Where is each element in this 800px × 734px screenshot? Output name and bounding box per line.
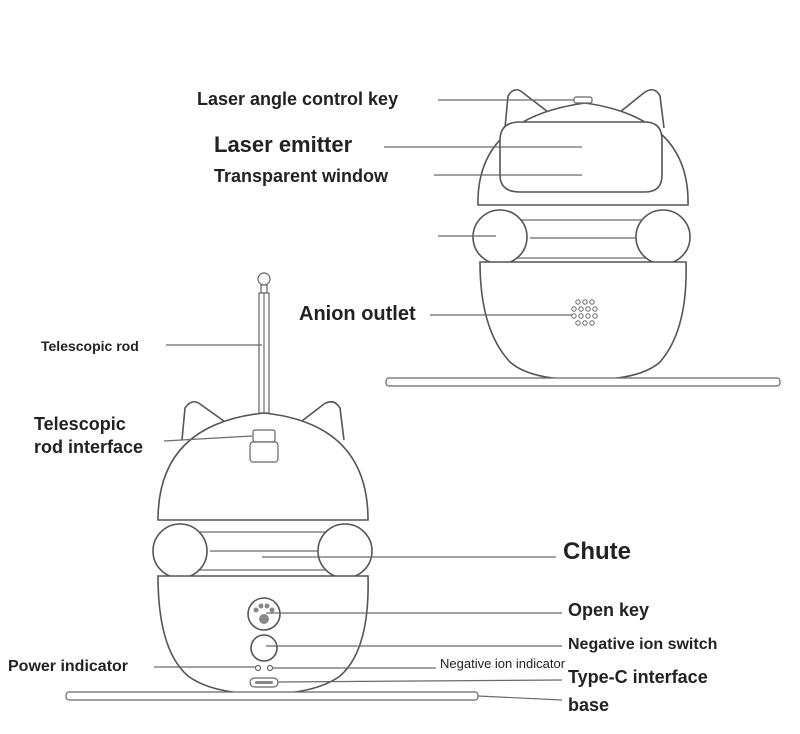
paw-icon (253, 603, 275, 624)
left-ear-rear (504, 88, 549, 129)
leader-lines (154, 99, 582, 701)
label-laser-emitter: Laser emitter (214, 132, 353, 157)
right-ball-rear (635, 209, 691, 265)
front-view-device (65, 272, 479, 701)
label-transparent-window: Transparent window (214, 166, 389, 186)
label-telescopic-rod: Telescopic rod (41, 338, 139, 354)
label-chute: Chute (563, 538, 631, 565)
label-power-indicator: Power indicator (8, 658, 129, 675)
transparent-window-shape (499, 121, 663, 193)
left-ball-front (152, 523, 208, 579)
label-open-key: Open key (568, 600, 650, 620)
label-telescopic-rod-interface-line1: Telescopic (34, 414, 126, 434)
label-negative-ion-switch: Negative ion switch (568, 636, 718, 653)
rod-interface-shape (252, 429, 276, 443)
label-negative-ion-indicator: Negative ion indicator (440, 656, 566, 671)
right-ear-front (297, 400, 345, 441)
head-front (157, 412, 369, 521)
label-base: base (568, 695, 610, 715)
left-ball-rear (472, 209, 528, 265)
laser-angle-key-shape (573, 96, 593, 104)
power-indicator-light (254, 664, 262, 672)
right-ear-rear (619, 88, 665, 129)
negative-ion-indicator-light (266, 664, 274, 672)
negative-ion-switch-shape (250, 634, 278, 662)
lower-body-rear (479, 261, 687, 381)
rear-view-device (385, 88, 781, 387)
label-laser-angle-control-key: Laser angle control key (197, 89, 399, 109)
rod-tip (257, 272, 271, 286)
label-type-c-interface: Type-C interface (568, 667, 708, 687)
label-anion-outlet: Anion outlet (299, 303, 416, 325)
base-rear (385, 377, 781, 387)
left-ear-front (181, 400, 229, 441)
label-telescopic-rod-interface-line2: rod interface (34, 437, 144, 457)
anion-grille (571, 299, 598, 326)
base-front (65, 691, 479, 701)
right-ball-front (317, 523, 373, 579)
